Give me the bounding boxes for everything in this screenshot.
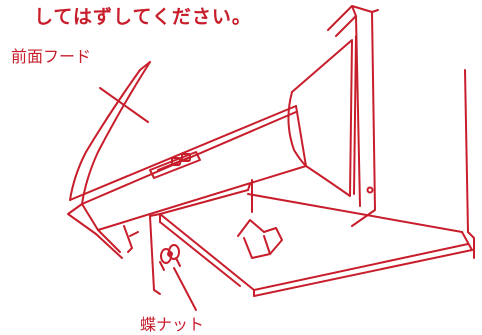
wing-nut-label: 蝶ナット [140, 315, 205, 334]
slide-switch [149, 151, 201, 179]
upward-lift-arrow-icon [237, 179, 283, 259]
front-hood-label: 前面フード [11, 47, 92, 66]
base-tray [159, 183, 473, 297]
instruction-caption: してはずしてください。 [34, 6, 252, 28]
front-hood-panel [67, 105, 307, 259]
hood-left-side-panel [69, 61, 151, 205]
wing-nut-leader-line [173, 267, 197, 311]
wing-nut-icon [159, 244, 181, 271]
left-mounting-bracket [123, 213, 161, 295]
